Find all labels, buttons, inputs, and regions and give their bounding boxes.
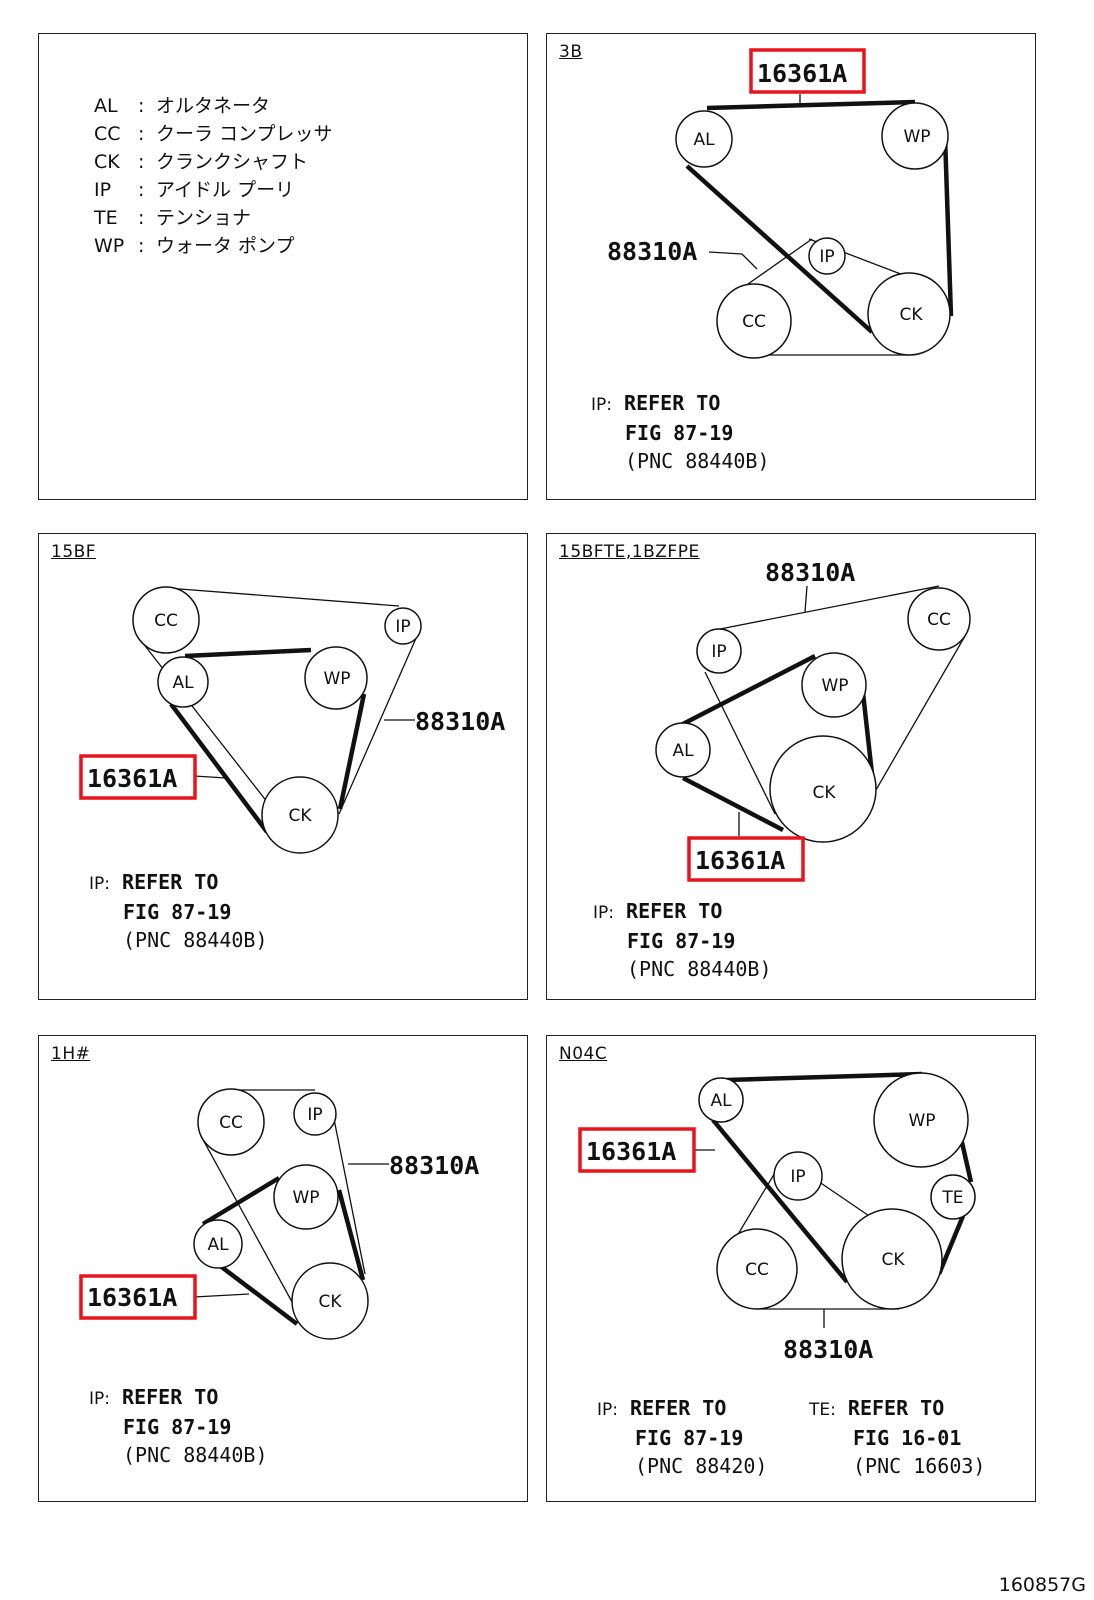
belt-diagram: AL WP IP TE CC CK 16361A 88310A bbox=[578, 1071, 976, 1364]
pulley-al bbox=[193, 1219, 243, 1269]
diagram-panel-15bfte-1bzfpe: 15BFTE,1BZFPE IP CC WP AL bbox=[546, 533, 1036, 1000]
part-number-88310a: 88310A bbox=[389, 1151, 479, 1180]
pulley-wp bbox=[304, 646, 368, 710]
legend-list: AL:オルタネータ CC:クーラ コンプレッサ CK:クランクシャフト IP:ア… bbox=[94, 92, 332, 260]
pulley-cc bbox=[197, 1088, 265, 1156]
refer-note-te: TE: REFER TO FIG 16-01 (PNC 16603) bbox=[809, 1396, 986, 1478]
part-number-88310a: 88310A bbox=[765, 558, 855, 587]
part-number-88310a: 88310A bbox=[607, 237, 697, 266]
pulley-ck bbox=[291, 1262, 369, 1340]
pulley-ip bbox=[773, 1151, 823, 1201]
pulley-ck bbox=[261, 776, 339, 854]
panel-title: 15BF bbox=[51, 542, 97, 562]
diagram-panel-15bf: 15BF CC IP AL WP CK bbox=[38, 533, 528, 1000]
pulley-label-ip: IP bbox=[790, 1167, 805, 1187]
pulley-ck bbox=[841, 1208, 943, 1310]
pulley-label-ck: CK bbox=[812, 783, 836, 803]
pulley-te bbox=[930, 1174, 976, 1220]
pulley-ip bbox=[293, 1092, 337, 1136]
pulley-cc bbox=[132, 586, 200, 654]
refer-note: IP: REFER TO FIG 87-19 (PNC 88440B) bbox=[89, 1385, 268, 1467]
pulley-label-wp: WP bbox=[323, 669, 350, 689]
legend-item: CK:クランクシャフト bbox=[94, 151, 309, 173]
diagram-panel-n04c: N04C AL WP IP bbox=[546, 1035, 1036, 1502]
refer-note: IP: REFER TO FIG 87-19 (PNC 88440B) bbox=[89, 870, 268, 952]
pulley-wp bbox=[873, 1072, 969, 1168]
pulley-label-cc: CC bbox=[219, 1113, 243, 1133]
panel-title: 15BFTE,1BZFPE bbox=[559, 542, 700, 562]
pulley-label-cc: CC bbox=[154, 611, 178, 631]
refer-note: IP: REFER TO FIG 87-19 (PNC 88440B) bbox=[593, 899, 772, 981]
legend-item: IP:アイドル プーリ bbox=[94, 179, 295, 201]
highlight-box bbox=[687, 836, 805, 882]
pulley-ip bbox=[696, 628, 742, 674]
pulley-label-cc: CC bbox=[742, 312, 766, 332]
pulley-label-wp: WP bbox=[292, 1188, 319, 1208]
pulley-wp bbox=[273, 1164, 339, 1230]
pulley-label-wp: WP bbox=[821, 676, 848, 696]
belt-diagram: CC IP AL WP CK 16361A 88310A bbox=[79, 586, 505, 854]
highlight-box bbox=[79, 754, 197, 800]
pulley-label-ck: CK bbox=[899, 305, 923, 325]
refer-note: IP: REFER TO FIG 87-19 (PNC 88440B) bbox=[591, 391, 770, 473]
belt-diagram: CC IP WP AL CK 16361A 88310A bbox=[79, 1088, 479, 1340]
highlight-box bbox=[578, 1127, 696, 1173]
pulley-cc bbox=[716, 1228, 798, 1310]
diagram-panel-3b: 3B AL WP IP CC bbox=[546, 33, 1036, 500]
diagram-panel-1h: 1H# CC IP WP AL CK bbox=[38, 1035, 528, 1502]
part-number-16361a: 16361A bbox=[757, 59, 847, 88]
legend-item: WP:ウォータ ポンプ bbox=[94, 235, 295, 257]
legend-panel: AL:オルタネータ CC:クーラ コンプレッサ CK:クランクシャフト IP:ア… bbox=[38, 33, 528, 500]
pulley-label-ck: CK bbox=[318, 1292, 342, 1312]
pulley-ck bbox=[867, 272, 951, 356]
pulley-label-al: AL bbox=[710, 1091, 732, 1111]
figure-id: 160857G bbox=[998, 1574, 1086, 1596]
part-number-16361a: 16361A bbox=[87, 764, 177, 793]
highlight-box bbox=[79, 1274, 197, 1320]
pulley-al bbox=[675, 110, 733, 168]
legend-item: TE:テンショナ bbox=[94, 207, 252, 229]
refer-note-ip: IP: REFER TO FIG 87-19 (PNC 88420) bbox=[597, 1396, 768, 1478]
pulley-label-wp: WP bbox=[903, 127, 930, 147]
legend-item: AL:オルタネータ bbox=[94, 95, 271, 117]
part-number-16361a: 16361A bbox=[695, 846, 785, 875]
pulley-label-ip: IP bbox=[395, 617, 410, 637]
highlight-box bbox=[749, 48, 866, 94]
legend-item: CC:クーラ コンプレッサ bbox=[94, 123, 333, 145]
panel-title: 1H# bbox=[51, 1044, 91, 1064]
pulley-label-te: TE bbox=[941, 1188, 963, 1208]
pulley-label-ip: IP bbox=[307, 1105, 322, 1125]
panel-title: N04C bbox=[559, 1044, 608, 1064]
pulley-label-cc: CC bbox=[927, 610, 951, 630]
pulley-al bbox=[698, 1077, 744, 1123]
pulley-ck bbox=[769, 735, 877, 843]
pulley-ip bbox=[384, 607, 422, 645]
pulley-label-al: AL bbox=[172, 673, 194, 693]
pulley-ip bbox=[808, 237, 846, 275]
part-number-88310a: 88310A bbox=[415, 707, 505, 736]
pulley-label-cc: CC bbox=[745, 1260, 769, 1280]
pulley-label-al: AL bbox=[207, 1235, 229, 1255]
pulley-label-ip: IP bbox=[819, 247, 834, 267]
pulley-label-ck: CK bbox=[288, 806, 312, 826]
pulley-cc bbox=[907, 587, 971, 651]
pulley-label-ip: IP bbox=[711, 642, 726, 662]
pulley-label-ck: CK bbox=[881, 1250, 905, 1270]
part-number-16361a: 16361A bbox=[586, 1137, 676, 1166]
pulley-wp bbox=[881, 102, 949, 170]
pulley-al bbox=[157, 656, 209, 708]
part-number-88310a: 88310A bbox=[783, 1335, 873, 1364]
belt-diagram: AL WP IP CC CK 16361A 88310A bbox=[607, 48, 954, 359]
pulley-wp bbox=[801, 652, 867, 718]
pulley-label-wp: WP bbox=[908, 1111, 935, 1131]
pulley-label-al: AL bbox=[672, 741, 694, 761]
pulley-label-al: AL bbox=[693, 130, 715, 150]
pulley-cc bbox=[716, 283, 792, 359]
pulley-al bbox=[655, 722, 711, 778]
part-number-16361a: 16361A bbox=[87, 1283, 177, 1312]
belt-diagram: IP CC WP AL CK 88310A 16361A bbox=[655, 558, 971, 882]
panel-title: 3B bbox=[559, 42, 583, 62]
